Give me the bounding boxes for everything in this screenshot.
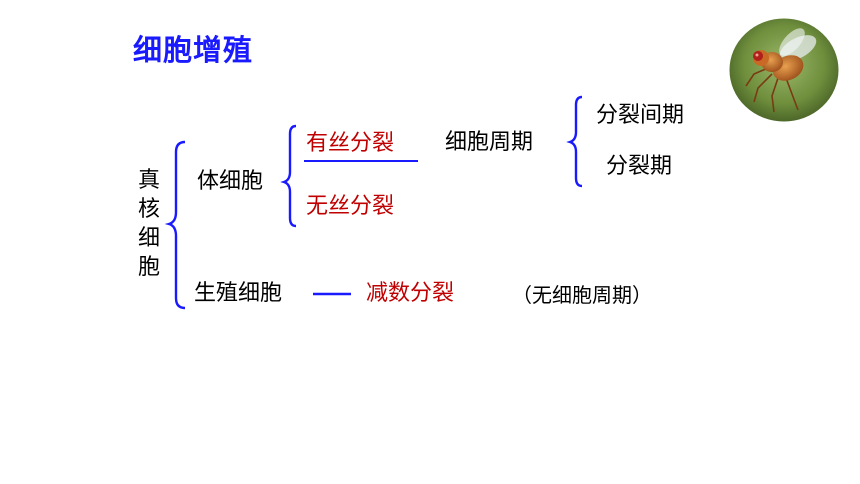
amitosis-label: 无丝分裂 bbox=[306, 194, 395, 219]
meiosis-label: 减数分裂 bbox=[366, 281, 455, 306]
somatic-cell-label: 体细胞 bbox=[197, 169, 264, 194]
root-label: 真核细胞 bbox=[137, 168, 160, 280]
fruit-fly-photo-icon bbox=[728, 17, 840, 123]
interphase-label: 分裂间期 bbox=[596, 103, 685, 128]
slide-title: 细胞增殖 bbox=[133, 33, 254, 67]
mitotic-phase-label: 分裂期 bbox=[606, 154, 673, 179]
root-brace bbox=[164, 140, 186, 310]
no-cell-cycle-note: （无细胞周期） bbox=[512, 283, 652, 307]
somatic-brace bbox=[280, 124, 297, 228]
germ-cell-label: 生殖细胞 bbox=[194, 281, 283, 306]
cell-cycle-label: 细胞周期 bbox=[445, 130, 534, 155]
mitosis-label: 有丝分裂 bbox=[306, 131, 395, 156]
cycle-brace bbox=[566, 95, 583, 188]
